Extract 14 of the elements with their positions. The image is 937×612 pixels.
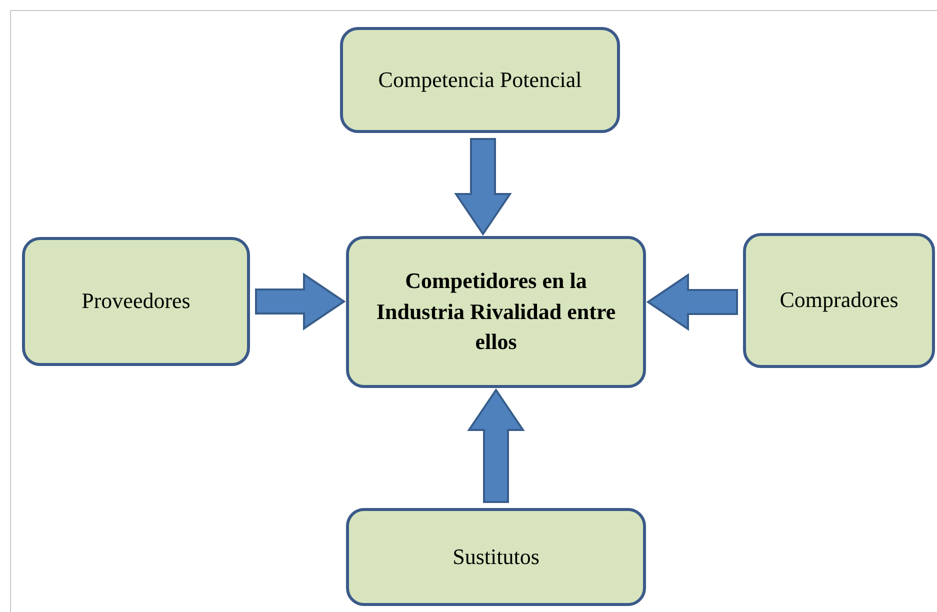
rounded-box (743, 233, 935, 368)
rounded-box (22, 237, 250, 366)
rounded-box (340, 27, 620, 133)
box-label: Sustitutos (452, 542, 540, 571)
box-label: Compradores (780, 286, 898, 314)
rounded-box (346, 508, 646, 606)
block-arrow (255, 272, 346, 330)
rounded-box (346, 236, 646, 388)
block-arrow (454, 138, 512, 236)
box-label: Competencia Potencial (378, 66, 582, 94)
block-arrow (467, 388, 525, 503)
box-label: Competidores en la Industria Rivalidad entre ellos (375, 266, 617, 356)
box-label: Proveedores (82, 287, 190, 316)
block-arrow (646, 273, 738, 331)
